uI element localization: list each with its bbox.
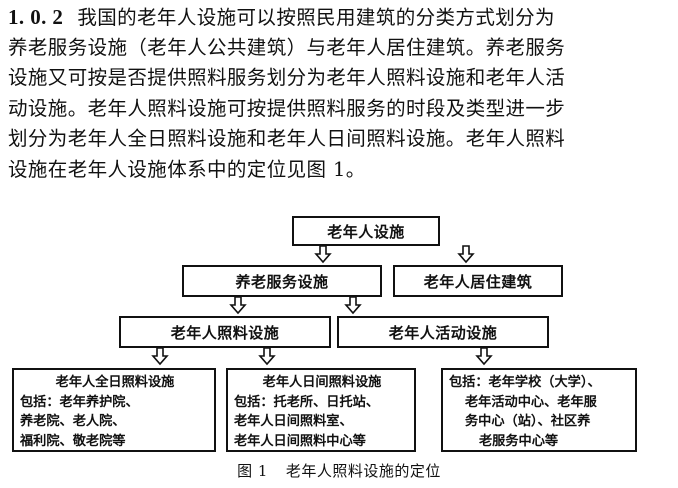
leaf-full-day-care: 老年人全日照料设施 包括：老年养护院、 养老院、老人院、 福利院、敬老院等 [12, 368, 216, 452]
node-elderly-residential-buildings-label: 老年人居住建筑 [423, 272, 533, 291]
paragraph-line-4: 动设施。老年人照料设施可按提供照料服务的时段及类型进一步 [8, 96, 566, 120]
paragraph-line-2: 养老服务设施（老年人公共建筑）与老年人居住建筑。养老服务 [8, 35, 566, 59]
arrow-care-to-fullday [152, 347, 168, 365]
leaf-activity-line-1: 包括：老年学校（大学）、 [449, 375, 601, 390]
arrow-activity-to-leaf [476, 347, 492, 365]
node-elderly-facilities: 老年人设施 [292, 216, 440, 246]
node-elderly-activity-facilities-label: 老年人活动设施 [388, 323, 498, 342]
node-elderly-service-facilities-label: 养老服务设施 [235, 272, 329, 291]
section-number: 1. 0. 2 [8, 5, 64, 29]
node-elderly-care-facilities-label: 老年人照料设施 [170, 323, 280, 342]
leaf-full-day-care-title: 老年人全日照料设施 [55, 375, 175, 390]
arrow-service-to-care [230, 296, 246, 314]
paragraph-line-3: 设施又可按是否提供照料服务划分为老年人照料设施和老年人活 [8, 66, 566, 90]
arrow-care-to-daycare [259, 347, 275, 365]
body-paragraph: 1. 0. 2 我国的老年人设施可以按照民用建筑的分类方式划分为 养老服务设施（老… [8, 2, 672, 186]
arrow-root-to-service [315, 245, 331, 263]
leaf-activity-line-2: 老年活动中心、老年服 [465, 394, 597, 410]
node-elderly-service-facilities: 养老服务设施 [182, 265, 382, 297]
node-elderly-facilities-label: 老年人设施 [327, 222, 405, 241]
node-elderly-care-facilities: 老年人照料设施 [119, 316, 331, 348]
leaf-full-day-care-line-3: 福利院、敬老院等 [20, 433, 126, 449]
paragraph-line-5: 划分为老年人全日照料设施和老年人日间照料设施。老年人照料 [8, 127, 566, 151]
leaf-activity-facilities: 包括：老年学校（大学）、 老年活动中心、老年服 务中心（站）、社区养 老服务中心… [441, 368, 637, 452]
leaf-day-care-line-3: 老年人日间照料中心等 [234, 433, 366, 449]
figure-number: 图 1 [237, 462, 268, 480]
leaf-activity-line-4: 老服务中心等 [479, 433, 559, 449]
leaf-day-care-line-2: 老年人日间照料室、 [234, 414, 353, 429]
leaf-full-day-care-line-1: 包括：老年养护院、 [20, 394, 139, 410]
node-elderly-activity-facilities: 老年人活动设施 [337, 316, 549, 348]
paragraph-line-1: 1. 0. 2 我国的老年人设施可以按照民用建筑的分类方式划分为 [8, 2, 672, 33]
leaf-day-care-line-1: 包括：托老所、日托站、 [234, 394, 380, 410]
paragraph-line-6: 设施在老年人设施体系中的定位见图 1。 [8, 157, 366, 181]
leaf-activity-line-3: 务中心（站）、社区养 [465, 414, 591, 429]
figure-caption: 图 1 老年人照料设施的定位 [0, 460, 678, 481]
leaf-day-care: 老年人日间照料设施 包括：托老所、日托站、 老年人日间照料室、 老年人日间照料中… [226, 368, 416, 452]
paragraph-text-1: 我国的老年人设施可以按照民用建筑的分类方式划分为 [77, 6, 555, 29]
leaf-day-care-title: 老年人日间照料设施 [262, 375, 382, 390]
arrow-root-to-residential [458, 245, 474, 263]
arrow-service-to-activity [345, 296, 361, 314]
figure-caption-text: 老年人照料设施的定位 [285, 462, 441, 480]
node-elderly-residential-buildings: 老年人居住建筑 [393, 265, 563, 297]
leaf-full-day-care-line-2: 养老院、老人院、 [20, 414, 126, 429]
